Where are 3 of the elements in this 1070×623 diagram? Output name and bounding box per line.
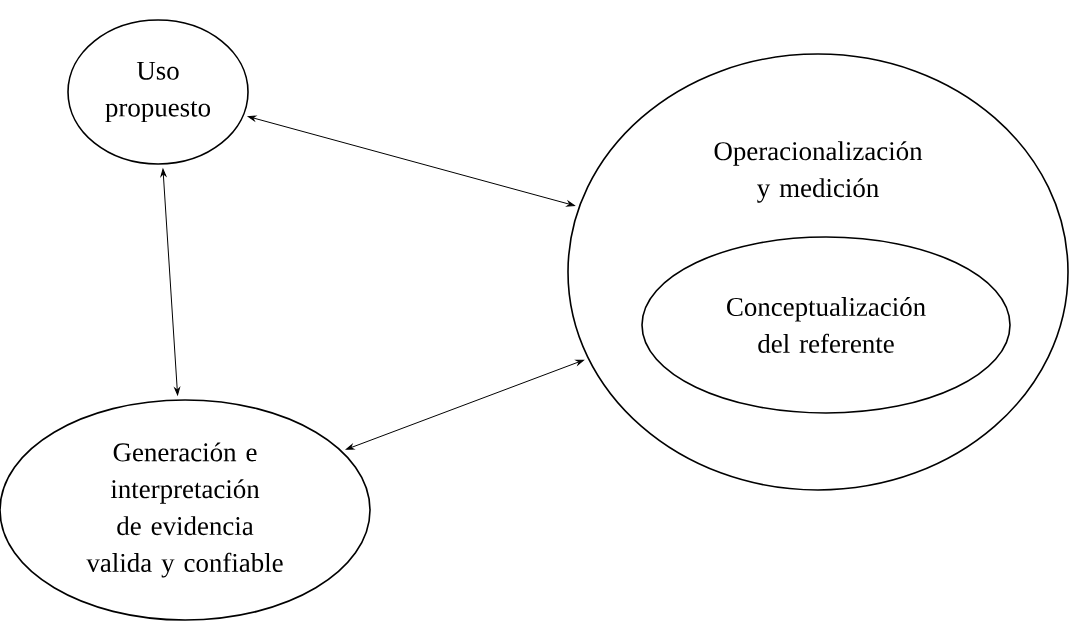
arrow	[160, 168, 180, 396]
arrow	[345, 359, 584, 450]
arrow	[247, 115, 575, 207]
